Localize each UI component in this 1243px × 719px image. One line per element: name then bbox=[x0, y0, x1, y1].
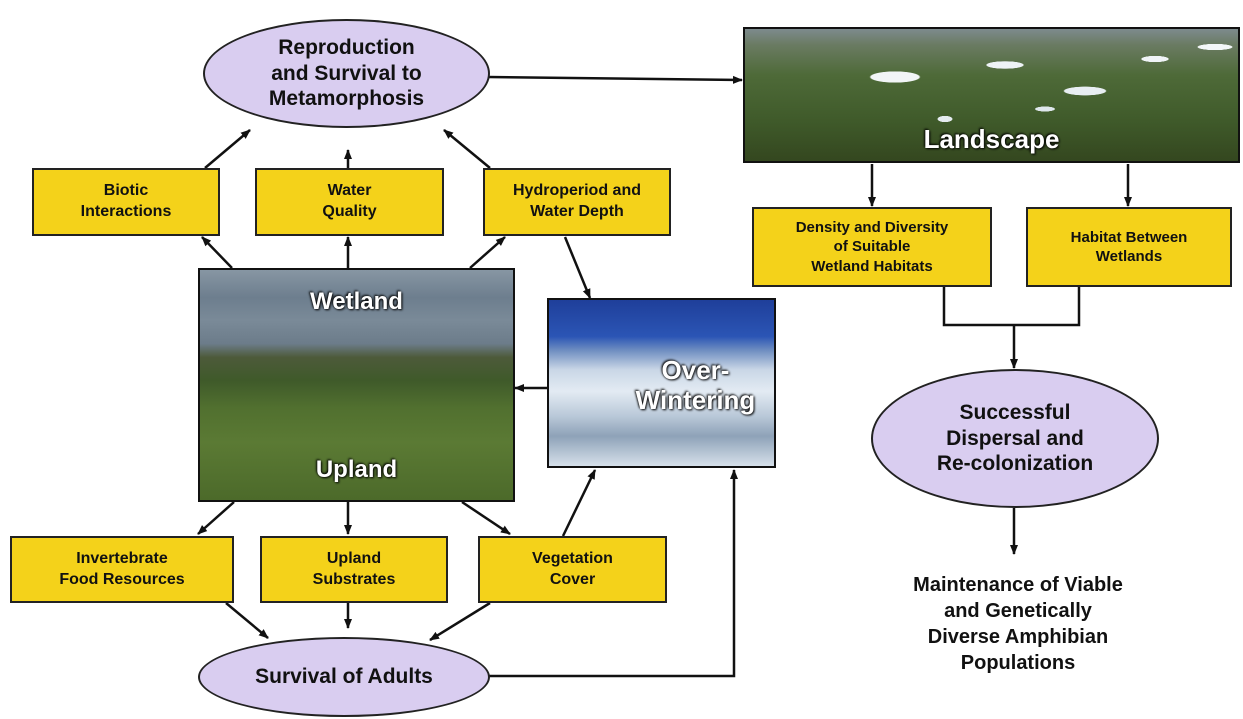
arrow-wetland-to-biotic bbox=[201, 236, 233, 269]
landscape-label: Landscape bbox=[923, 124, 1060, 155]
upland-label: Upland bbox=[315, 456, 398, 483]
vegetation-cover-label: Vegetation Cover bbox=[532, 549, 613, 588]
reproduction-survival-node: Reproduction and Survival to Metamorphos… bbox=[203, 19, 490, 128]
biotic-interactions-label: Biotic Interactions bbox=[80, 182, 172, 220]
arrow-hydroperiod-to-overwintering bbox=[563, 236, 592, 299]
invertebrate-food-label: Invertebrate Food Resources bbox=[59, 549, 185, 588]
vegetation-cover-box: Vegetation Cover bbox=[478, 536, 667, 603]
connector-density-merge bbox=[942, 287, 1081, 327]
dispersal-node: Successful Dispersal and Re-colonization bbox=[871, 369, 1159, 508]
arrow-vegetation-to-survival bbox=[429, 601, 491, 642]
overwintering-label: Over- Wintering bbox=[635, 355, 756, 415]
invertebrate-food-box: Invertebrate Food Resources bbox=[10, 536, 234, 603]
survival-of-adults-label: Survival of Adults bbox=[255, 665, 433, 689]
survival-of-adults-node: Survival of Adults bbox=[198, 637, 490, 717]
water-quality-label: Water Quality bbox=[322, 182, 377, 220]
habitat-between-box: Habitat Between Wetlands bbox=[1026, 207, 1232, 287]
arrow-vegetation-to-overwintering bbox=[561, 469, 597, 537]
arrow-upland-to-vegetation bbox=[461, 500, 511, 536]
arrow-upland-to-invertebrate bbox=[197, 501, 235, 535]
habitat-between-label: Habitat Between Wetlands bbox=[1070, 228, 1188, 266]
density-diversity-box: Density and Diversity of Suitable Wetlan… bbox=[752, 207, 992, 287]
arrow-hydroperiod-to-reproduction bbox=[443, 129, 491, 169]
upland-substrates-label: Upland Substrates bbox=[312, 549, 396, 588]
maintenance-label: Maintenance of Viable and Genetically Di… bbox=[913, 574, 1123, 674]
wetland-label: Wetland bbox=[310, 288, 403, 315]
arrow-reproduction-to-landscape bbox=[487, 75, 743, 84]
overwintering-photo: Over- Wintering bbox=[547, 298, 776, 468]
wetland-upland-photo: Wetland Upland bbox=[198, 268, 515, 502]
arrow-invertebrate-to-survival bbox=[225, 602, 269, 639]
upland-substrates-box: Upland Substrates bbox=[260, 536, 448, 603]
landscape-photo: Landscape bbox=[743, 27, 1240, 163]
water-quality-box: Water Quality bbox=[255, 168, 444, 236]
reproduction-survival-label: Reproduction and Survival to Metamorphos… bbox=[268, 36, 425, 111]
arrow-survival-to-overwintering bbox=[488, 469, 738, 678]
arrow-biotic-to-reproduction bbox=[204, 129, 251, 169]
biotic-interactions-box: Biotic Interactions bbox=[32, 168, 220, 236]
density-diversity-label: Density and Diversity of Suitable Wetlan… bbox=[795, 218, 949, 275]
maintenance-outcome-text: Maintenance of Viable and Genetically Di… bbox=[862, 572, 1174, 676]
dispersal-label: Successful Dispersal and Re-colonization bbox=[936, 401, 1094, 476]
hydroperiod-label: Hydroperiod and Water Depth bbox=[512, 182, 641, 220]
arrow-wetland-to-hydroperiod bbox=[469, 236, 506, 269]
hydroperiod-box: Hydroperiod and Water Depth bbox=[483, 168, 671, 236]
